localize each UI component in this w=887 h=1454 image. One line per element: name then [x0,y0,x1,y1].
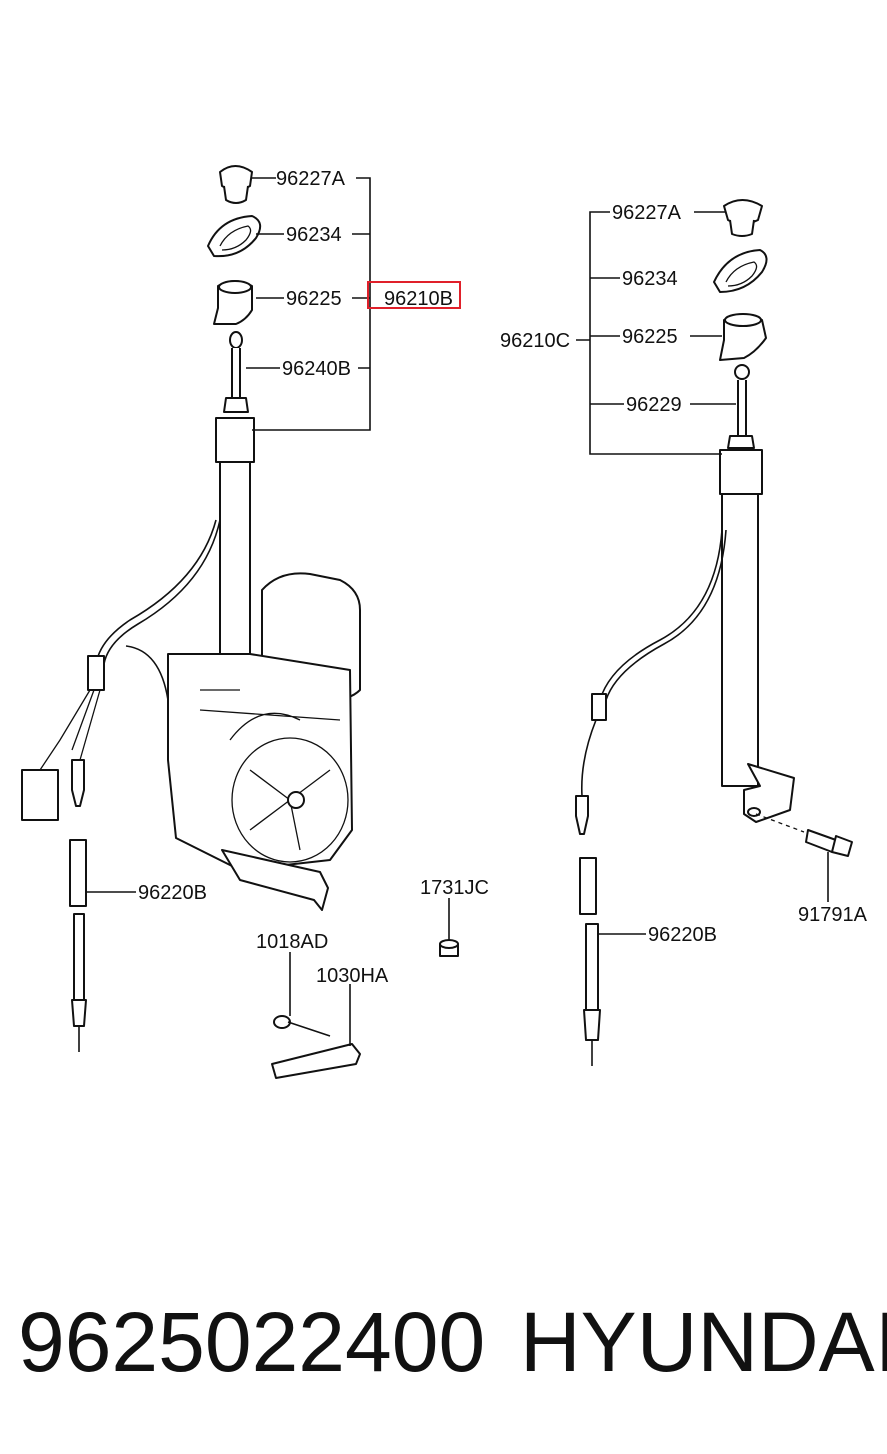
left-washer-part [207,215,262,258]
label-right-cable: 96220B [648,924,717,946]
label-right-assembly: 96210C [500,330,570,352]
part-caption: 9625022400 HYUNDAI [0,1292,887,1402]
right-lead-wire [575,529,727,835]
right-antenna-assembly [575,199,853,1066]
right-bezel-part [719,313,767,361]
nut-part [439,939,459,957]
right-cable-part [579,857,601,1066]
left-lead-wire [21,519,221,821]
left-antenna-assembly [21,165,459,1079]
right-cap-part [723,199,763,237]
right-washer-part [713,249,768,293]
left-bezel-part [213,280,253,325]
left-mast-part [223,331,249,413]
label-left-bezel: 96225 [286,288,342,310]
label-right-screw: 91791A [798,904,868,926]
label-left-assembly: 96210B [384,288,453,310]
label-right-bezel: 96225 [622,326,678,348]
label-left-washer: 96234 [286,224,342,246]
bracket-bolt-part [273,1015,331,1037]
left-cable-part [69,839,87,1052]
label-bracket-bolt: 1018AD [256,931,328,953]
label-nut: 1731JC [420,877,489,899]
left-cap-part [219,165,253,204]
highlight-box [367,281,461,309]
brand-name: HYUNDAI [520,1295,887,1389]
label-left-cap: 96227A [276,168,346,190]
right-mast-part [727,364,755,449]
label-left-mast: 96240B [282,358,351,380]
label-right-cap: 96227A [612,202,682,224]
callout-labels: 96227A 96234 96225 96210B 96240B 96220B … [138,168,868,987]
screw-part [805,829,853,857]
part-number: 9625022400 [18,1295,486,1389]
label-right-washer: 96234 [622,268,678,290]
right-motor-tube [719,449,805,833]
label-bracket: 1030HA [316,965,389,987]
left-motor-housing [167,417,361,911]
bracket-part [271,1043,361,1079]
label-right-mast: 96229 [626,394,682,416]
label-left-cable: 96220B [138,882,207,904]
